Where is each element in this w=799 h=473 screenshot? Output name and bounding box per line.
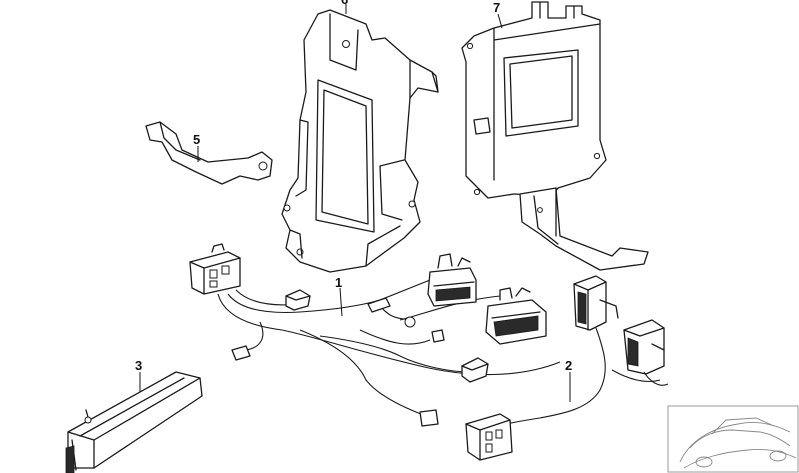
callout-labels: 6 7 5 1 2 3 [135, 0, 572, 373]
callout-6: 6 [341, 0, 348, 7]
control-unit-part-3 [65, 371, 203, 473]
callout-3: 3 [135, 358, 142, 373]
leader-lines [139, 4, 571, 402]
callout-1: 1 [335, 275, 342, 290]
vehicle-thumbnail [667, 405, 799, 473]
bracket-part-7 [461, 1, 649, 271]
wiring-harness-part-1 [189, 243, 561, 427]
bracket-part-6 [281, 9, 439, 273]
strap-part-5 [145, 121, 273, 185]
callout-2: 2 [565, 358, 572, 373]
callout-7: 7 [493, 0, 500, 15]
wiring-harness-part-2 [465, 275, 669, 461]
callout-5: 5 [193, 132, 200, 147]
